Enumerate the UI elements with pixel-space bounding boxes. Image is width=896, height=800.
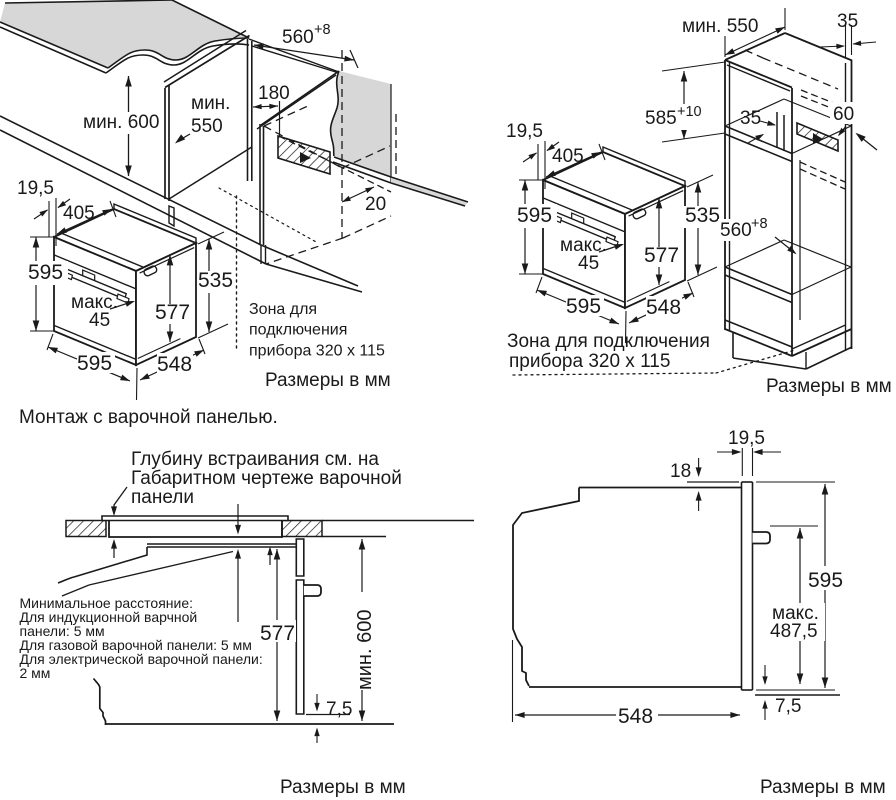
svg-text:2 мм: 2 мм xyxy=(20,665,51,681)
svg-text:мин. 600: мин. 600 xyxy=(83,112,159,133)
svg-text:Для газовой варочной панели: 5: Для газовой варочной панели: 5 мм xyxy=(20,637,252,653)
svg-text:60: 60 xyxy=(833,104,854,125)
svg-text:Глубину встраивания см. на: Глубину встраивания см. на xyxy=(131,449,379,470)
svg-text:Размеры в мм: Размеры в мм xyxy=(766,376,892,397)
svg-text:548: 548 xyxy=(157,353,192,376)
svg-text:Зона для подключения: Зона для подключения xyxy=(507,331,710,352)
svg-text:7,5: 7,5 xyxy=(326,699,352,720)
svg-text:Габаритном чертеже варочной: Габаритном чертеже варочной xyxy=(131,468,402,489)
svg-text:20: 20 xyxy=(365,194,386,215)
svg-text:35: 35 xyxy=(740,108,761,129)
svg-text:Для индукционной варчной: Для индукционной варчной xyxy=(20,609,198,625)
svg-text:595: 595 xyxy=(808,569,843,592)
svg-text:Зона для: Зона для xyxy=(249,301,317,318)
svg-text:Размеры в мм: Размеры в мм xyxy=(760,777,886,798)
svg-text:577: 577 xyxy=(155,301,190,324)
svg-text:Размеры в мм: Размеры в мм xyxy=(280,777,406,798)
svg-text:405: 405 xyxy=(552,146,584,167)
svg-text:535: 535 xyxy=(198,269,233,292)
svg-text:панели: 5 мм: панели: 5 мм xyxy=(20,623,105,639)
svg-text:Минимальное расстояние:: Минимальное расстояние: xyxy=(20,595,194,611)
svg-text:мин. 550: мин. 550 xyxy=(682,16,758,37)
svg-text:мин. 600: мин. 600 xyxy=(354,610,376,690)
svg-text:595: 595 xyxy=(77,352,112,375)
svg-text:прибора 320 x 115: прибора 320 x 115 xyxy=(509,351,670,372)
svg-text:577: 577 xyxy=(644,244,679,267)
svg-text:577: 577 xyxy=(260,622,295,645)
svg-text:+8: +8 xyxy=(751,216,768,232)
svg-text:Для электрической варочной пан: Для электрической варочной панели: xyxy=(20,651,263,667)
svg-text:панели: панели xyxy=(131,487,194,508)
svg-text:мин.: мин. xyxy=(191,93,230,114)
svg-text:Размеры в мм: Размеры в мм xyxy=(265,370,391,391)
svg-text:макс.: макс. xyxy=(71,292,118,313)
svg-text:18: 18 xyxy=(670,461,691,482)
svg-text:45: 45 xyxy=(89,310,110,331)
svg-text:+8: +8 xyxy=(314,22,331,38)
svg-text:595: 595 xyxy=(517,204,552,227)
svg-text:595: 595 xyxy=(566,295,601,318)
svg-text:548: 548 xyxy=(618,705,653,728)
svg-text:560: 560 xyxy=(720,220,752,241)
svg-text:595: 595 xyxy=(28,261,63,284)
svg-text:макс.: макс. xyxy=(560,235,607,256)
svg-text:405: 405 xyxy=(63,203,95,224)
svg-text:35: 35 xyxy=(837,11,858,32)
svg-text:180: 180 xyxy=(258,83,290,104)
svg-text:19,5: 19,5 xyxy=(506,121,543,142)
svg-text:19,5: 19,5 xyxy=(728,428,765,449)
svg-text:+10: +10 xyxy=(677,104,702,120)
svg-text:535: 535 xyxy=(685,204,720,227)
svg-text:макс.: макс. xyxy=(772,603,819,624)
svg-text:7,5: 7,5 xyxy=(775,696,801,717)
svg-text:прибора 320 x 115: прибора 320 x 115 xyxy=(249,343,385,360)
svg-text:45: 45 xyxy=(578,253,599,274)
svg-text:19,5: 19,5 xyxy=(17,178,54,199)
svg-text:550: 550 xyxy=(191,116,223,137)
svg-text:487,5: 487,5 xyxy=(770,621,818,642)
svg-text:585: 585 xyxy=(645,108,677,129)
svg-text:подключения: подключения xyxy=(249,322,347,339)
svg-text:Монтаж с варочной панелью.: Монтаж с варочной панелью. xyxy=(19,407,278,428)
svg-text:548: 548 xyxy=(646,296,681,319)
svg-text:560: 560 xyxy=(282,27,314,48)
